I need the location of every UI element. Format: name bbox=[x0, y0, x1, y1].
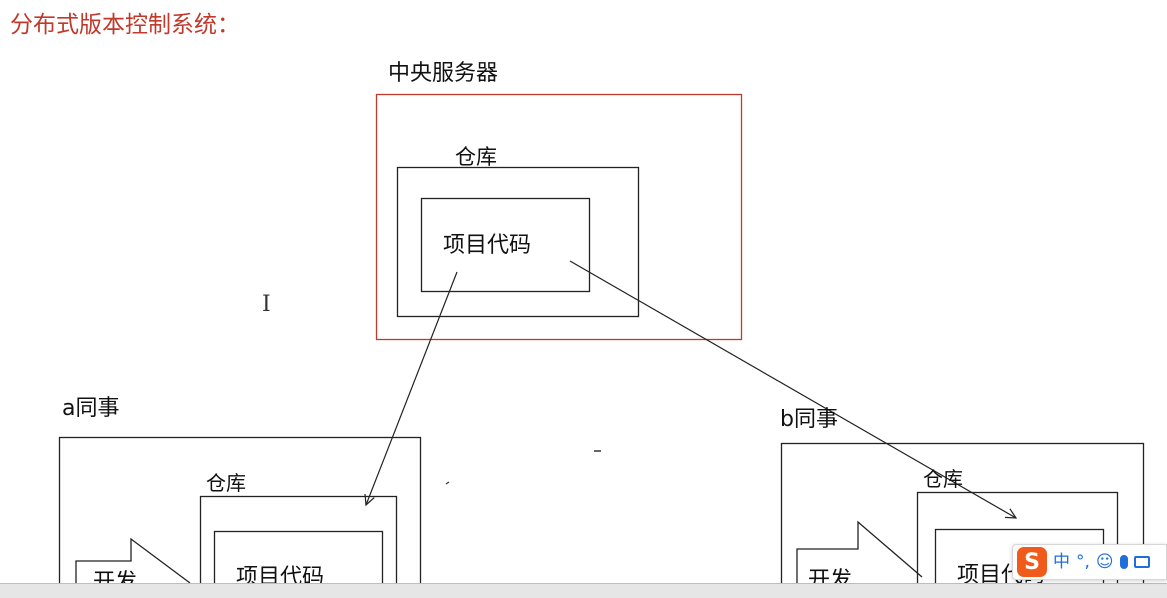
stray-mark bbox=[445, 481, 450, 485]
central-server-box bbox=[375, 93, 743, 341]
colleague-a-code-box bbox=[213, 530, 384, 597]
microphone-icon[interactable] bbox=[1119, 555, 1128, 569]
ime-mode-toggle[interactable]: 中 bbox=[1053, 551, 1070, 572]
keyboard-icon[interactable] bbox=[1133, 556, 1150, 568]
colleague-b-box bbox=[780, 442, 1145, 597]
central-code-box bbox=[420, 197, 591, 293]
colleague-a-repo-label: 仓库 bbox=[206, 471, 246, 495]
colleague-a-repo-box bbox=[199, 495, 398, 597]
arrow-server-to-b bbox=[569, 260, 1016, 518]
arrow-server-to-a bbox=[366, 271, 458, 505]
sogou-logo-icon[interactable]: S bbox=[1017, 547, 1047, 577]
colleague-b-title: b同事 bbox=[780, 407, 838, 432]
ime-punctuation-toggle[interactable]: °, bbox=[1076, 551, 1090, 572]
central-server-title: 中央服务器 bbox=[388, 61, 499, 86]
text-cursor-icon: I bbox=[262, 292, 271, 317]
central-code-label: 项目代码 bbox=[443, 233, 532, 258]
page-heading: 分布式版本控制系统： bbox=[10, 12, 240, 38]
colleague-a-title: a同事 bbox=[62, 396, 120, 421]
ime-toolbar[interactable]: S 中 °, ☺ bbox=[1012, 544, 1167, 580]
window-bottom-edge bbox=[0, 583, 1167, 598]
smiley-icon[interactable]: ☺ bbox=[1095, 551, 1114, 572]
colleague-b-repo-label: 仓库 bbox=[923, 467, 963, 491]
colleague-a-box bbox=[58, 436, 422, 597]
colleague-b-dev-arrow-shape bbox=[796, 520, 923, 597]
central-repo-box bbox=[396, 166, 640, 318]
colleague-a-dev-arrow-shape bbox=[75, 537, 191, 597]
central-repo-label: 仓库 bbox=[455, 145, 497, 169]
